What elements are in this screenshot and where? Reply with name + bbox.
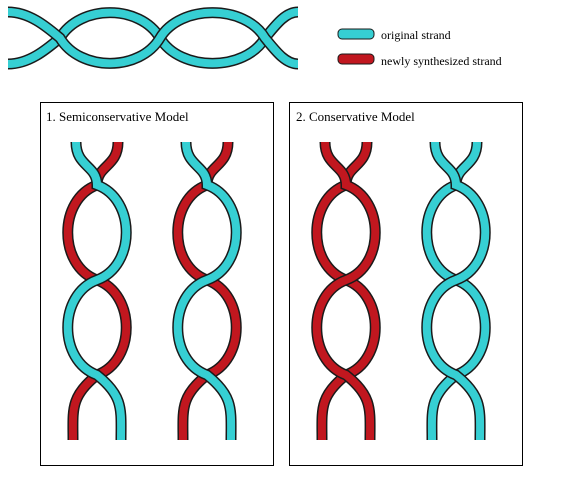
semiconservative-panel-frame [40, 102, 274, 466]
conservative-panel: 2. Conservative Model [289, 102, 523, 466]
legend: original strand newly synthesized strand [337, 28, 502, 68]
conservative-helix-1 [311, 141, 381, 441]
semiconservative-panel: 1. Semiconservative Model [40, 102, 274, 466]
semiconservative-panel-title: 1. Semiconservative Model [46, 109, 189, 124]
legend-original-swatch [337, 28, 375, 40]
conservative-helix-2 [421, 141, 491, 441]
original-double-helix [7, 6, 299, 70]
conservative-panel-title: 2. Conservative Model [296, 109, 415, 124]
legend-original-label: original strand [381, 28, 451, 42]
legend-new-label: newly synthesized strand [381, 54, 502, 68]
helix-strand-a [422, 141, 490, 441]
helix-strand-a [63, 141, 131, 441]
legend-new-swatch [337, 53, 375, 65]
top-helix-strand-a [7, 8, 299, 68]
helix-strand-a [173, 141, 241, 441]
helix-strand-a [312, 141, 380, 441]
semiconservative-helix-1 [62, 141, 132, 441]
semiconservative-helix-2 [172, 141, 242, 441]
conservative-panel-frame [289, 102, 523, 466]
